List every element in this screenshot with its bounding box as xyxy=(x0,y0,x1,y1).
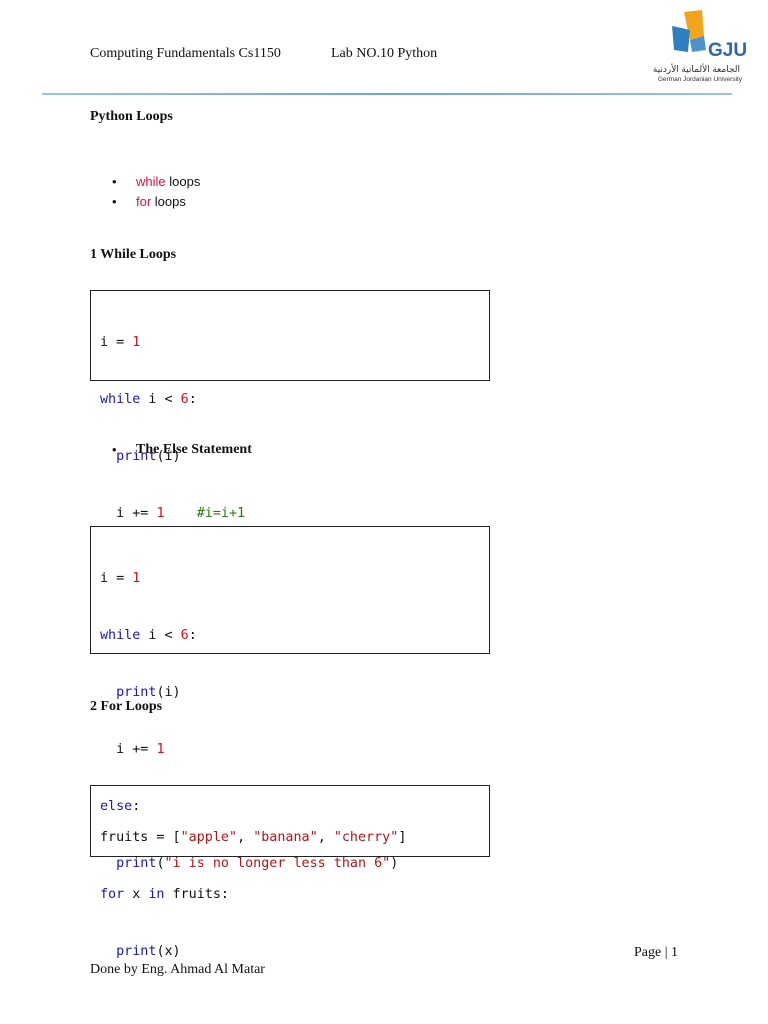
list-item: while loops xyxy=(112,172,200,192)
code-line: i += 1 #i=i+1 xyxy=(116,506,246,521)
logo-abbr: GJU xyxy=(708,40,748,61)
code-line: fruits = ["apple", "banana", "cherry"] xyxy=(100,830,407,845)
code-line: print(i) xyxy=(116,685,181,700)
code-line: i += 1 xyxy=(116,742,165,757)
lab-title: Lab NO.10 Python xyxy=(331,46,438,61)
code-line: print("i is no longer less than 6") xyxy=(116,856,399,871)
section-heading-for: 2 For Loops xyxy=(90,699,163,714)
page-number: Page | 1 xyxy=(634,945,679,960)
else-list: The Else Statement xyxy=(112,440,252,460)
section-heading-while: 1 While Loops xyxy=(90,247,177,262)
else-statement-label: The Else Statement xyxy=(136,442,252,457)
logo-english: German Jordanian University xyxy=(657,76,742,83)
code-line: while i < 6: xyxy=(100,628,197,643)
code-block-while: i = 1 while i < 6: print(i) i += 1 #i=i+… xyxy=(90,290,490,521)
list-item: for loops xyxy=(112,192,200,212)
gju-logo-icon xyxy=(672,10,706,52)
header-divider xyxy=(42,93,732,95)
code-block-else: i = 1 while i < 6: print(i) i += 1 else:… xyxy=(90,526,490,871)
code-block-for: fruits = ["apple", "banana", "cherry"] f… xyxy=(90,785,490,959)
page-title: Python Loops xyxy=(90,109,173,124)
code-line: i = 1 xyxy=(100,335,141,350)
list-item: The Else Statement xyxy=(112,440,252,460)
list-item-text: loops xyxy=(151,194,186,209)
keyword-while: while xyxy=(136,174,166,189)
keyword-for: for xyxy=(136,194,152,209)
code-line: i = 1 xyxy=(100,571,141,586)
intro-list: while loops for loops xyxy=(112,172,200,212)
course-title: Computing Fundamentals Cs1150 xyxy=(90,46,281,61)
list-item-text: loops xyxy=(165,174,201,189)
code-line: while i < 6: xyxy=(100,392,197,407)
university-logo xyxy=(628,10,748,90)
footer-author: Done by Eng. Ahmad Al Matar xyxy=(90,962,265,977)
code-line: else: xyxy=(100,799,141,814)
logo-arabic: الجامعة الألمانية الأردنية xyxy=(652,64,740,74)
code-line: for x in fruits: xyxy=(100,887,229,902)
code-line: print(x) xyxy=(116,944,181,959)
